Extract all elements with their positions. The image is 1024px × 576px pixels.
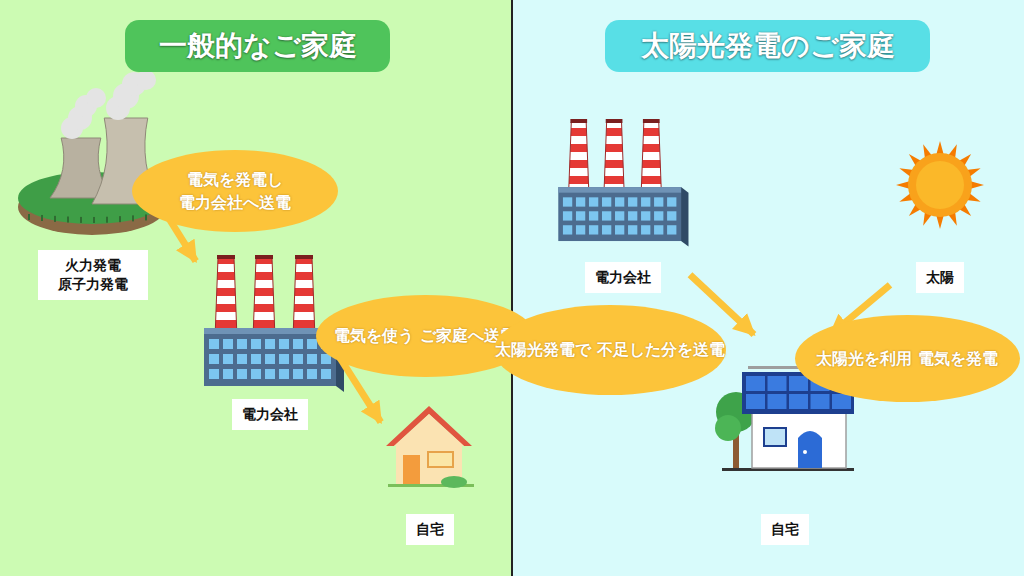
figure-label: 自宅 <box>761 514 809 545</box>
callout-bubble: 電気を発電し 電力会社へ送電 <box>132 150 338 232</box>
callout-text: 太陽光を利用 電気を発電 <box>816 347 998 370</box>
house-illustration <box>386 406 474 488</box>
figure-label: 電力会社 <box>585 262 661 293</box>
figure-label: 自宅 <box>406 514 454 545</box>
panel-title: 一般的なご家庭 <box>159 27 357 65</box>
sun-illustration <box>896 141 984 229</box>
callout-bubble: 太陽光を利用 電気を発電 <box>795 315 1021 402</box>
callout-text: 電気を使う ご家庭へ送電 <box>334 324 516 347</box>
figure-node: 自宅 <box>715 340 855 545</box>
right-panel <box>512 0 1024 576</box>
callout-text: 太陽光発電で 不足した分を送電 <box>495 338 725 361</box>
left-panel <box>0 0 512 576</box>
panel-divider <box>511 0 513 576</box>
title-pill: 太陽光発電のご家庭 <box>605 20 930 72</box>
figure-node: 自宅 <box>385 400 475 545</box>
figure-label: 火力発電 原子力発電 <box>38 250 148 300</box>
factory-illustration <box>558 119 688 247</box>
title-pill: 一般的なご家庭 <box>125 20 390 72</box>
figure-label: 太陽 <box>916 262 964 293</box>
callout-text: 電気を発電し 電力会社へ送電 <box>132 168 338 214</box>
figure-node: 電力会社 <box>555 110 690 293</box>
figure-node: 太陽 <box>890 130 990 293</box>
figure-label: 電力会社 <box>232 399 308 430</box>
panel-title: 太陽光発電のご家庭 <box>641 27 895 65</box>
callout-bubble: 太陽光発電で 不足した分を送電 <box>494 305 726 395</box>
